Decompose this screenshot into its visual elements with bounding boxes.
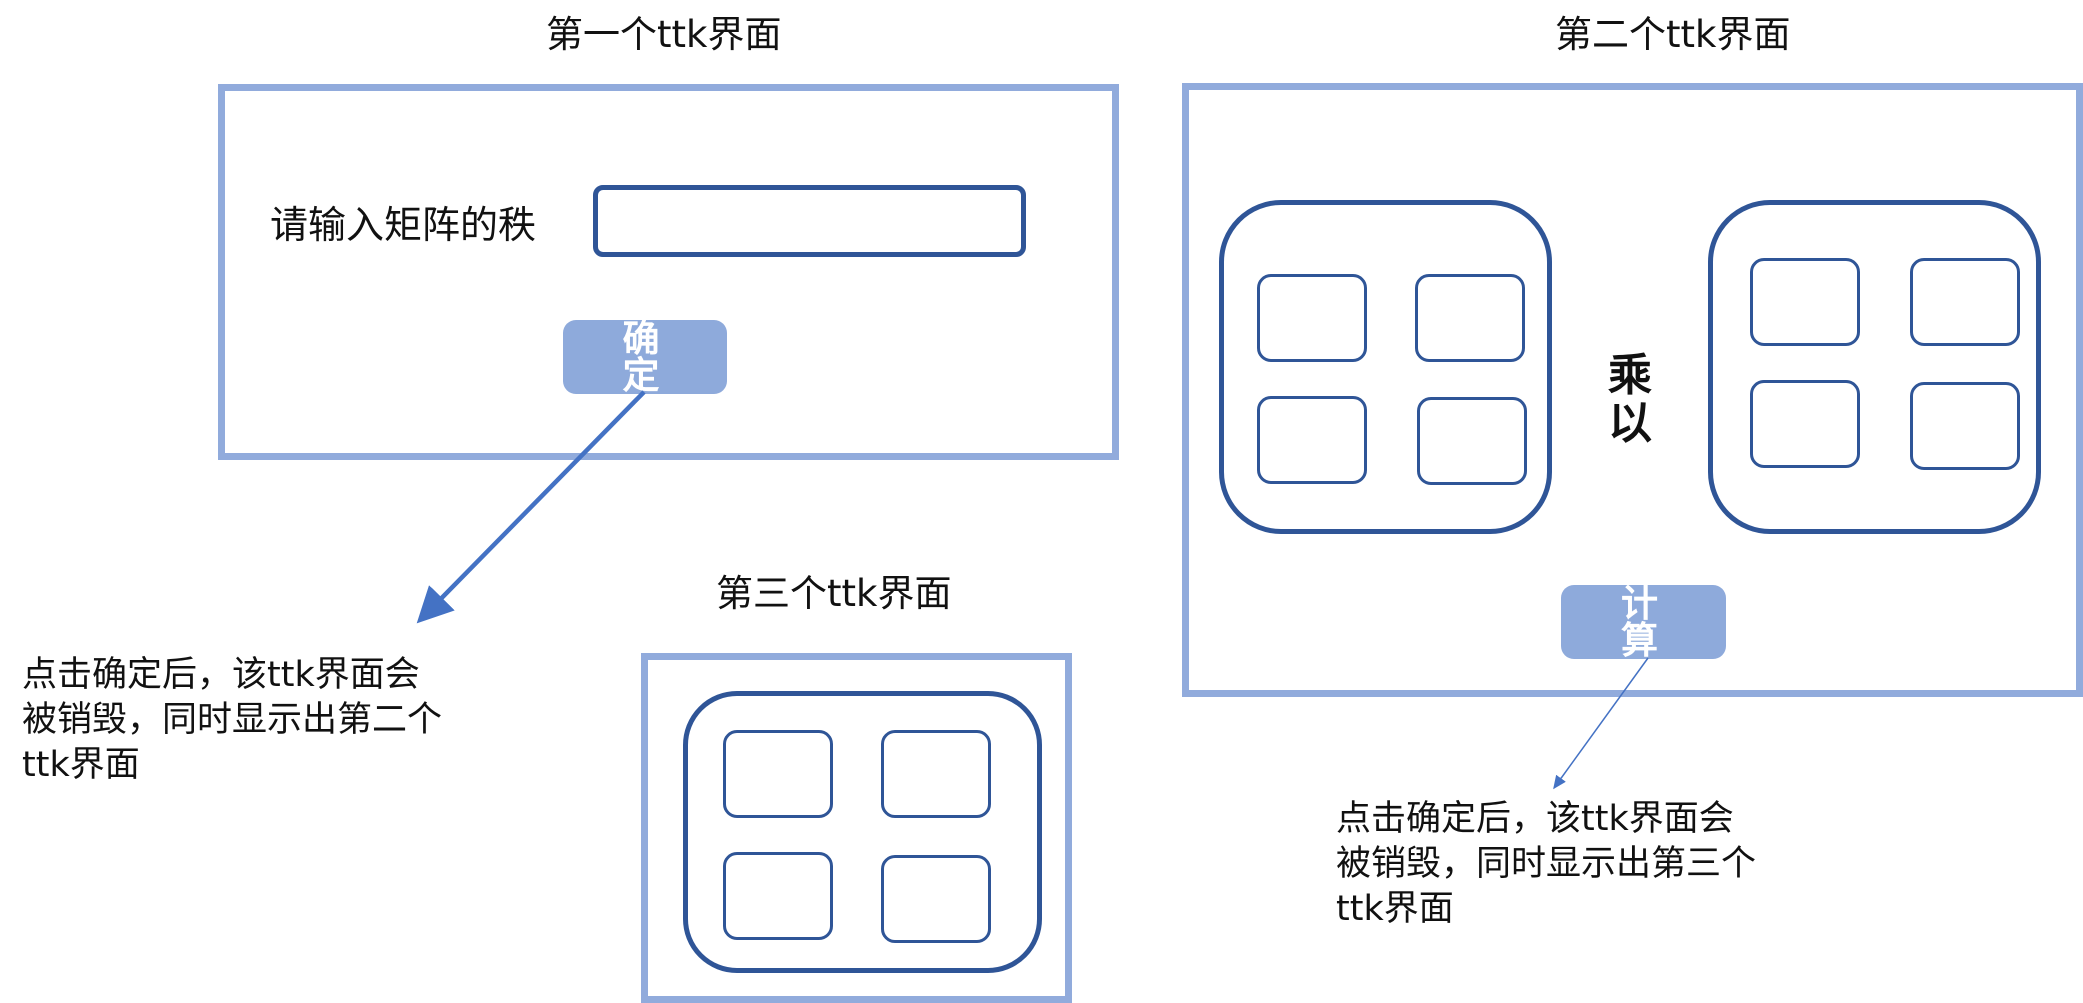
result-cell-r2c1[interactable] bbox=[723, 852, 833, 940]
compute-arrow bbox=[1553, 657, 1649, 790]
compute-transition-note: 点击确定后，该ttk界面会被销毁，同时显示出第三个ttk界面 bbox=[1336, 799, 1757, 929]
multiply-operator-label: 乘以 bbox=[1608, 350, 1652, 449]
window3-title: 第三个ttk界面 bbox=[716, 572, 952, 615]
matrix-a-cell-r1c2[interactable] bbox=[1415, 274, 1525, 362]
confirm-transition-note: 点击确定后，该ttk界面会被销毁，同时显示出第二个ttk界面 bbox=[22, 655, 443, 785]
window1-frame bbox=[218, 84, 1119, 460]
result-cell-r1c1[interactable] bbox=[723, 730, 833, 818]
result-cell-r2c2[interactable] bbox=[881, 855, 991, 943]
rank-prompt-label: 请输入矩阵的秩 bbox=[270, 203, 537, 247]
matrix-a-cell-r2c2[interactable] bbox=[1417, 397, 1527, 485]
confirm-button[interactable]: 确 定 bbox=[563, 320, 727, 394]
matrix-b-panel bbox=[1708, 200, 2041, 534]
matrix-a-cell-r2c1[interactable] bbox=[1257, 396, 1367, 484]
matrix-a-cell-r1c1[interactable] bbox=[1257, 274, 1367, 362]
matrix-b-cell-r1c2[interactable] bbox=[1910, 258, 2020, 346]
compute-button-label: 计 算 bbox=[1621, 582, 1711, 662]
compute-button[interactable]: 计 算 bbox=[1561, 585, 1726, 659]
window1-title: 第一个ttk界面 bbox=[546, 13, 782, 56]
matrix-b-cell-r2c2[interactable] bbox=[1910, 382, 2020, 470]
window2-title: 第二个ttk界面 bbox=[1555, 13, 1791, 56]
matrix-b-cell-r1c1[interactable] bbox=[1750, 258, 1860, 346]
result-cell-r1c2[interactable] bbox=[881, 730, 991, 818]
confirm-button-label: 确 定 bbox=[622, 317, 713, 397]
confirm-arrow bbox=[416, 390, 646, 624]
matrix-b-cell-r2c1[interactable] bbox=[1750, 380, 1860, 468]
rank-input-field[interactable] bbox=[593, 185, 1026, 257]
